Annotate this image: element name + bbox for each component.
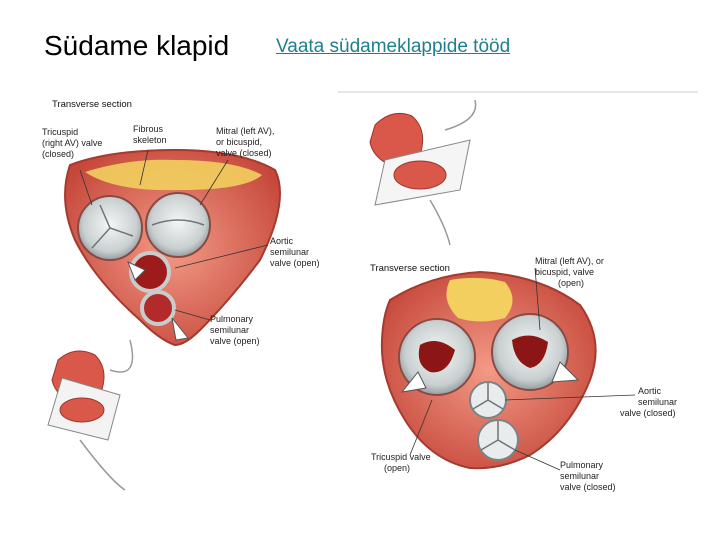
left-section-label: Transverse section: [52, 99, 132, 110]
right-heart-thumbnail: [369, 99, 477, 246]
left-aortic-label: Aortic semilunar valve (open): [270, 236, 320, 268]
left-heart-cross-section: Transverse section Tricuspid (right AV) …: [42, 99, 320, 347]
slide-title: Südame klapid: [44, 30, 230, 61]
right-heart-cross-section: Transverse section Mitral (left AV), or …: [370, 256, 680, 492]
valve-animation-link[interactable]: Vaata südameklappide tööd: [276, 36, 511, 57]
right-mitral-label: Mitral (left AV), or bicuspid, valve (op…: [535, 256, 606, 288]
left-aortic-valve-open: [129, 251, 171, 293]
left-mitral-label: Mitral (left AV), or bicuspid, valve (cl…: [216, 126, 277, 158]
right-pulmonary-label: Pulmonary semilunar valve (closed): [560, 460, 616, 492]
right-section-label: Transverse section: [370, 263, 450, 274]
left-tricuspid-label: Tricuspid (right AV) valve (closed): [42, 127, 105, 159]
left-pulmonary-label: Pulmonary semilunar valve (open): [210, 314, 260, 346]
left-fibrous-label: Fibrous skeleton: [133, 124, 167, 145]
left-pulmonary-valve-open: [140, 290, 176, 326]
left-heart-thumbnail: [47, 339, 134, 491]
left-mitral-valve: [145, 192, 211, 258]
right-tricuspid-label: Tricuspid valve (open): [371, 452, 433, 473]
right-aortic-label: Aortic semilunar valve (closed): [620, 386, 680, 418]
